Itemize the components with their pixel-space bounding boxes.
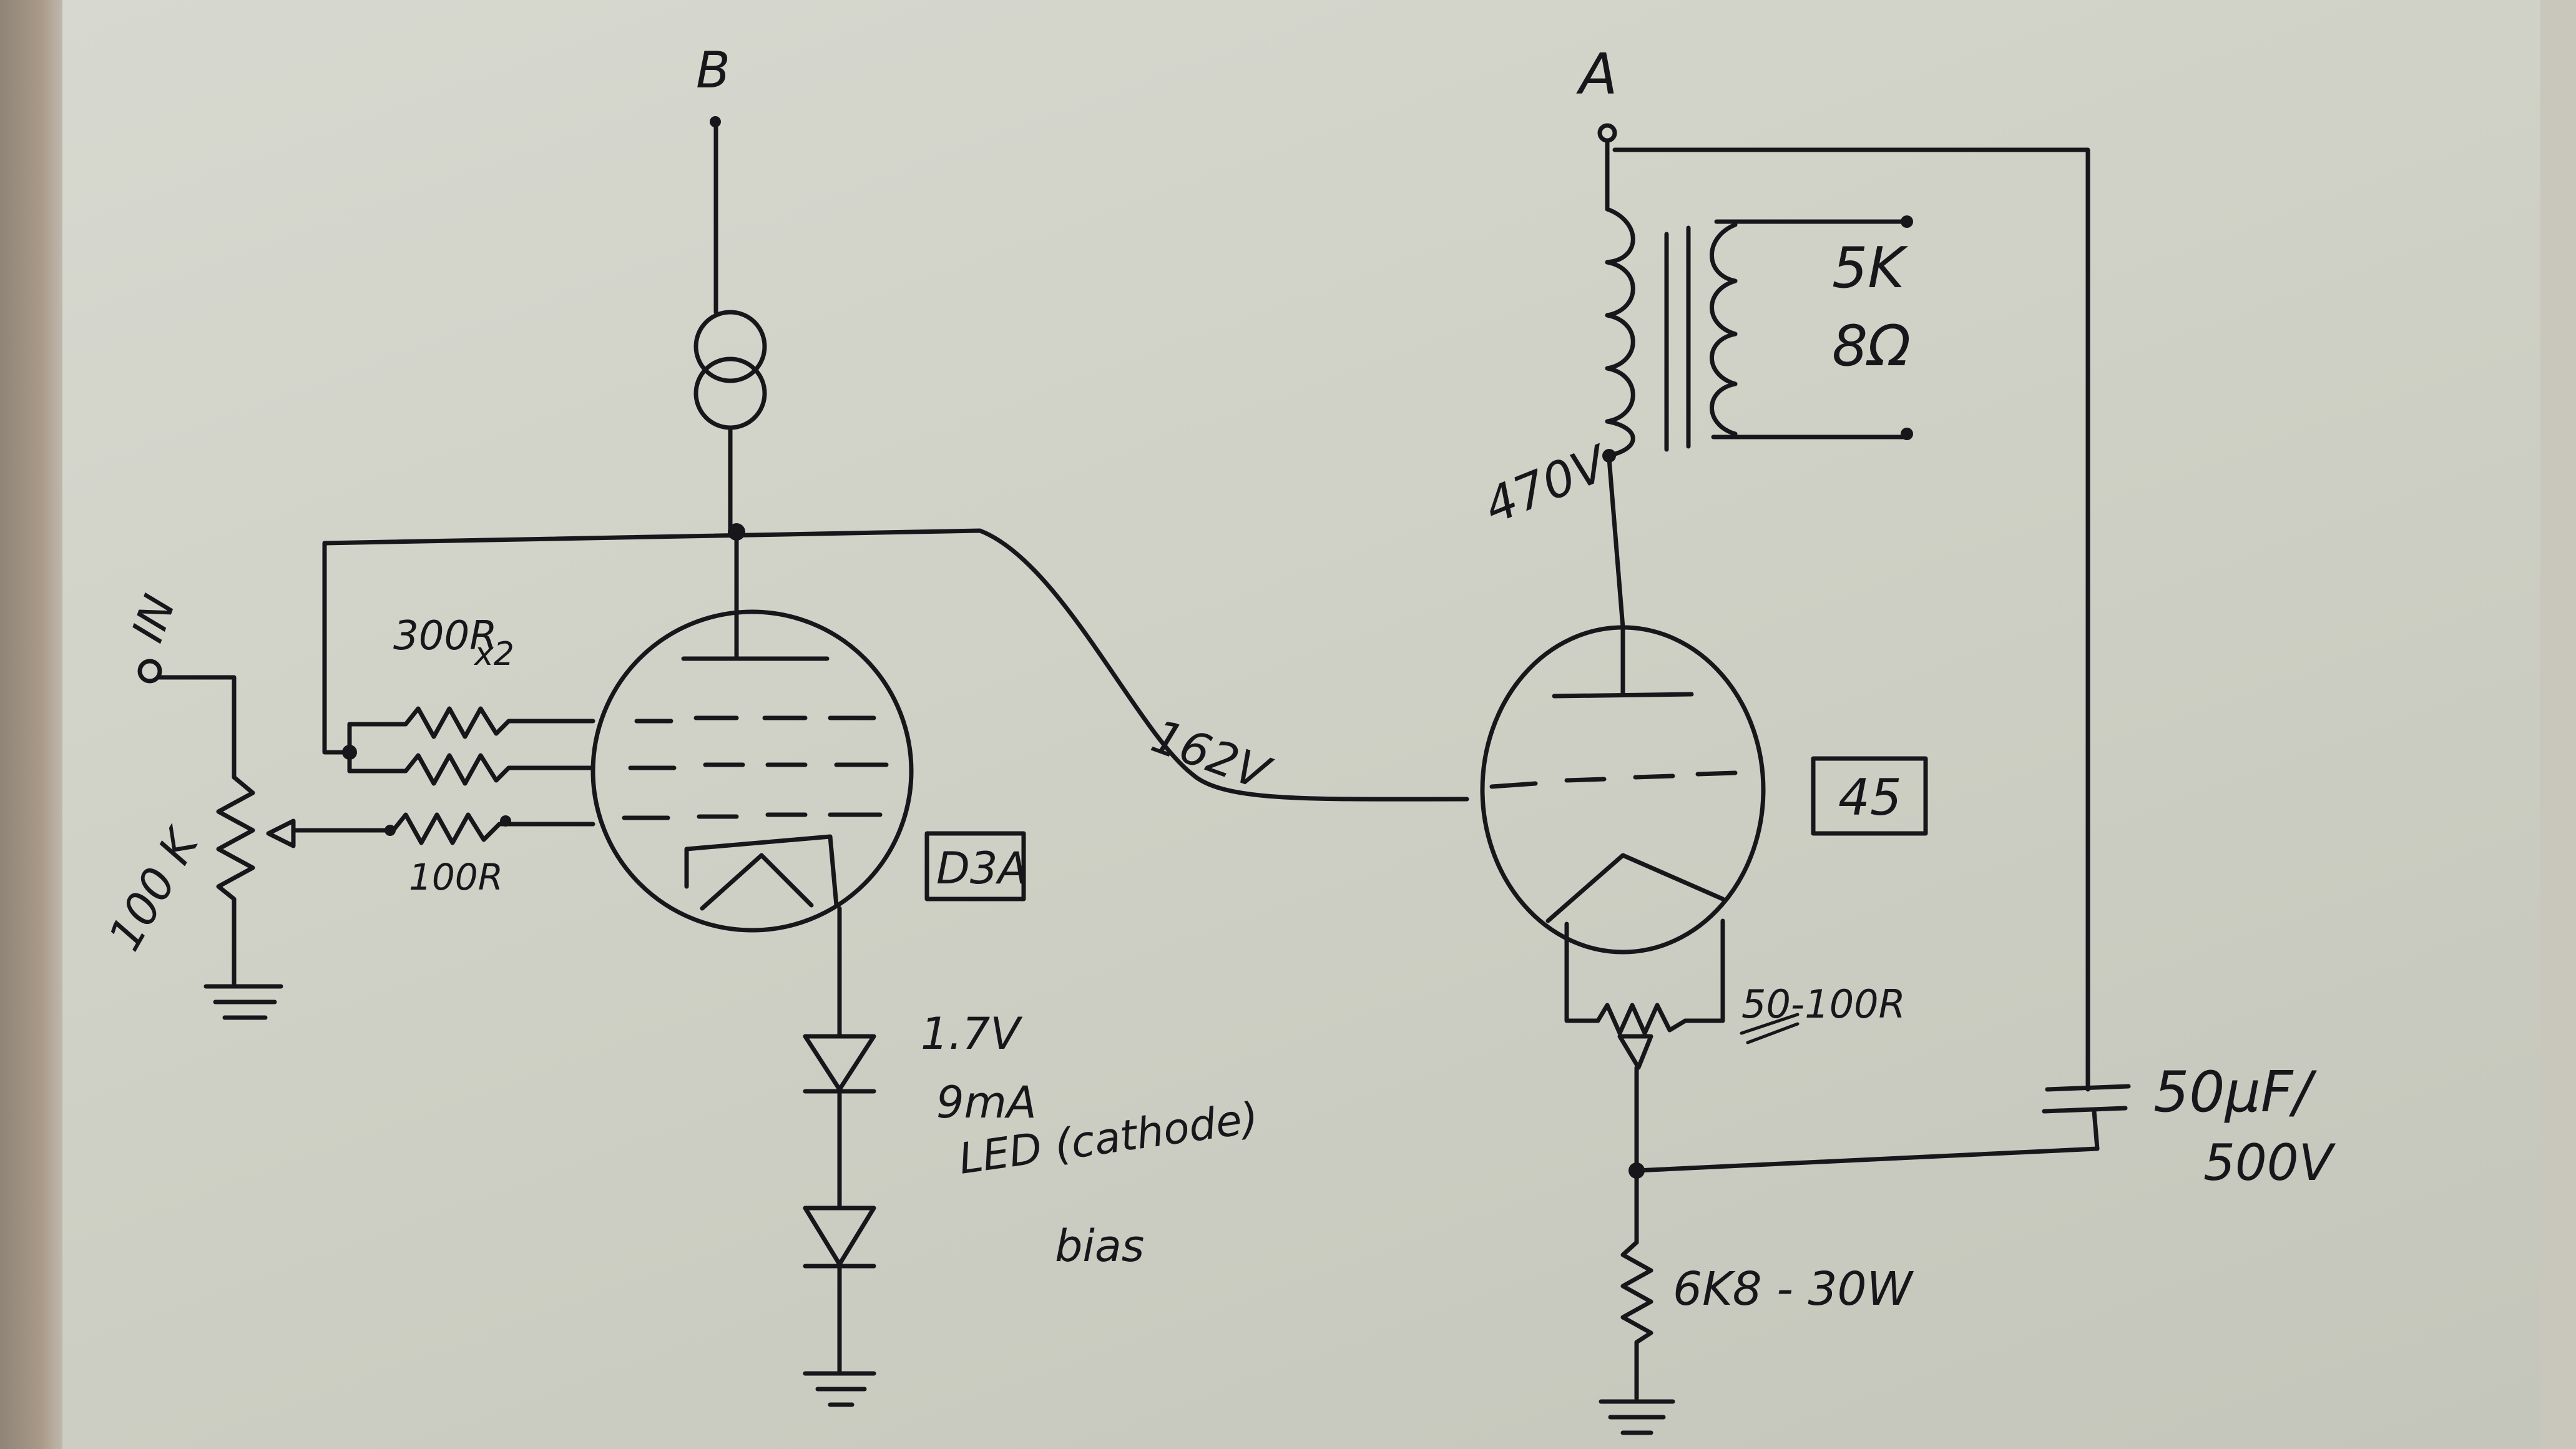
output-transformer-icon: [1605, 207, 1913, 458]
coupling-wire: [322, 528, 1469, 802]
transformer-secondary-label: 8Ω: [1832, 313, 1911, 379]
input-label: IN: [122, 588, 185, 649]
grid-bus-wire: [322, 541, 352, 755]
driver-tube-d3a-icon: [590, 534, 914, 933]
grid-resistor-label: 300R: [393, 613, 497, 659]
capacitor-icon: [2042, 1046, 2131, 1151]
pot-100k-icon: [216, 775, 296, 989]
capacitor-label: 50μF/: [2153, 1059, 2318, 1125]
supply-a-rail-wire: [1612, 147, 2090, 1051]
led-2-icon: [803, 1206, 876, 1269]
supply-b-terminal: B: [696, 41, 730, 127]
resistor-300r-1-icon: [347, 706, 595, 739]
paper-sheet: [62, 0, 2540, 1449]
ground-icon: [803, 1371, 876, 1407]
capacitor-voltage-label: 500V: [2203, 1134, 2336, 1192]
current-source-icon: [693, 310, 767, 430]
input-terminal: IN: [122, 588, 185, 684]
cathode-resistor-label: 6K8 - 30W: [1673, 1262, 1914, 1316]
power-tube-label: 45: [1838, 769, 1902, 827]
bypass-wire: [1634, 1146, 2100, 1173]
led-1-icon: [803, 1034, 876, 1094]
plate-voltage-driver-label: 162V: [1145, 709, 1278, 802]
resistor-300r-2-icon: [347, 753, 595, 786]
led-bias-label: bias: [1055, 1221, 1144, 1272]
pot-label: 100 K: [98, 818, 210, 960]
supply-a-terminal: A: [1576, 42, 1618, 143]
grid-resistor-qty: x2: [473, 636, 514, 673]
driver-tube-label: D3A: [936, 843, 1027, 894]
led-voltage-label: 1.7V: [921, 1008, 1022, 1059]
hum-pot-label: 50-100R: [1741, 981, 1906, 1027]
input-wire: [157, 675, 237, 780]
cathode-resistor-icon: [1620, 1240, 1653, 1401]
led-current-label: 9mA: [936, 1077, 1037, 1128]
supply-a-label: A: [1576, 42, 1618, 107]
strike-mark: [1740, 1013, 1800, 1044]
plate-voltage-power-label: 470V: [1477, 435, 1618, 535]
driver-tube-label-box: D3A: [924, 831, 1027, 901]
resistor-100r-icon: [372, 812, 595, 845]
supply-b-label: B: [696, 41, 730, 99]
ground-icon: [203, 984, 283, 1020]
power-tube-label-box: 45: [1811, 756, 1928, 836]
power-plate-wire: [1607, 456, 1625, 630]
transformer-primary-label: 5K: [1832, 235, 1908, 301]
hum-pot-icon: [1595, 1003, 1688, 1070]
grid-stopper-label: 100R: [409, 856, 503, 898]
ground-icon: [1599, 1399, 1675, 1435]
power-tube-45-icon: [1480, 625, 1766, 1023]
